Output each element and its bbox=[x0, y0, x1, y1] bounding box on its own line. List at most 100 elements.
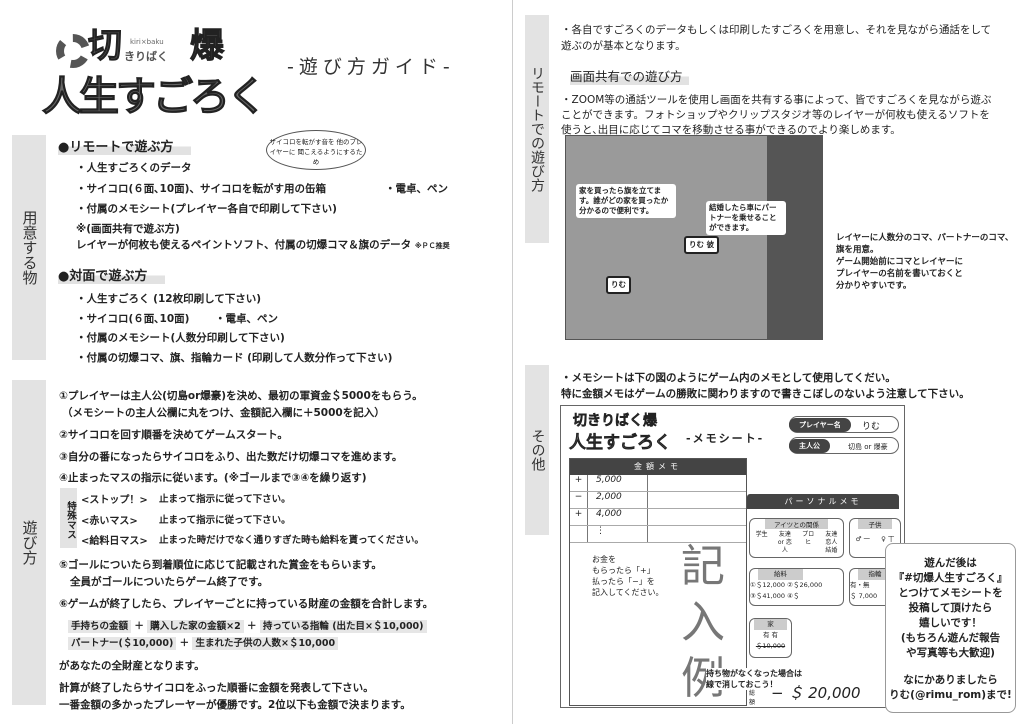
player-name-field: プレイヤー名りむ bbox=[789, 416, 899, 433]
layer-note: レイヤーに人数分のコマ、パートナーのコマ、 旗を用意。 ゲーム開始前にコマとレイ… bbox=[836, 232, 1013, 292]
formula-term: パートナー(＄10,000) bbox=[68, 637, 177, 650]
ledger-note: お金を もらったら「+」 払ったら「−」を 記入してください。 bbox=[592, 554, 664, 598]
special-desc: 止まって指示に従って下さい。 bbox=[159, 494, 291, 505]
ledger-row: +4,000 bbox=[570, 509, 746, 526]
logo-roman: kiri×baku bbox=[130, 38, 164, 46]
list-item: ・電卓、ペン bbox=[385, 183, 448, 195]
speech-bubble: サイコロを転がす音を 他のプレイヤーに 聞こえるようにするため bbox=[266, 130, 366, 170]
ledger-row: +5,000 bbox=[570, 475, 746, 492]
note-line: プレイヤーの名前を書いておくと bbox=[836, 269, 963, 279]
note-line: 線で消しておこう！ bbox=[706, 680, 778, 689]
salary-value: ③＄41,000 bbox=[750, 592, 786, 600]
special-label: 特殊マス bbox=[60, 488, 77, 548]
formula-term: 持っている指輪 (出た目×＄10,000) bbox=[259, 620, 427, 633]
formula-term: 購入した家の金額×2 bbox=[147, 620, 244, 633]
note-line: 分かりやすいです。 bbox=[836, 281, 912, 291]
sign: + bbox=[570, 475, 588, 491]
page-divider bbox=[512, 0, 513, 724]
note-line: ゲーム開始前にコマとレイヤーに bbox=[836, 257, 963, 267]
note-line: なにかありましたら bbox=[903, 674, 998, 686]
section-tab-other: その他 bbox=[525, 365, 549, 535]
relation-option: プロヒ bbox=[802, 531, 815, 546]
ring-value: 有・無 bbox=[850, 581, 870, 589]
relation-option: 友達 恋人 結婚 bbox=[825, 531, 838, 554]
callout: 結婚したら車にパートナーを乗せることができます。 bbox=[706, 201, 786, 235]
note-line: お金を bbox=[592, 555, 616, 564]
player-piece: りむ 彼 bbox=[684, 236, 720, 254]
note-line: 『#切爆人生すごろく』 bbox=[893, 572, 1008, 584]
formula-op: ＋ bbox=[134, 621, 144, 632]
special-name: <給料日マス> bbox=[81, 536, 148, 547]
ledger: 金額メモ +5,000 −2,000 +4,000 ⋮ 記入例 お金を もらった… bbox=[569, 458, 747, 706]
section-tab-play: 遊び方 bbox=[12, 380, 46, 705]
player-piece: りむ bbox=[606, 276, 631, 294]
logo-kiri: 切 bbox=[88, 26, 123, 67]
step: ⑥ゲームが終了したら、プレイヤーごとに持っている財産の金額を合計します。 bbox=[59, 598, 434, 610]
note-line: や写真等も大歓迎) bbox=[906, 647, 995, 659]
note-line: 持ち物がなくなった場合は bbox=[706, 669, 802, 678]
special-name: <赤いマス> bbox=[81, 516, 138, 527]
section-tab-prepare: 用意する物 bbox=[12, 135, 46, 360]
remote-heading: ●リモートで遊ぶ方 bbox=[58, 136, 192, 155]
step: ②サイコロを回す順番を決めてゲームスタート。 bbox=[59, 429, 288, 441]
tab-label: 遊び方 bbox=[20, 520, 39, 565]
child-count: ♀ 丅 bbox=[881, 535, 895, 543]
note-line: レイヤーが何枚も使えるペイントソフト、付属の切爆コマ＆旗のデータ ※ＰＣ推奨 bbox=[76, 237, 450, 252]
step: ①プレイヤーは主人公(切島or爆豪)を決め、最初の軍資金＄5000をもらう。 bbox=[59, 390, 423, 402]
end-text: 計算が終了したらサイコロをふった順番に金額を発表して下さい。 bbox=[59, 682, 374, 694]
box-label: 給料 bbox=[758, 569, 803, 580]
gear-icon bbox=[56, 34, 90, 68]
note-line: 投稿して頂けたら bbox=[908, 602, 993, 614]
step: （メモシートの主人公欄に丸をつけ、金額記入欄に＋5000を記入） bbox=[62, 407, 385, 419]
memo-intro: ・メモシートは下の図のようにゲーム内のメモとして使用してくだい。 bbox=[561, 372, 896, 384]
example-stamp: 記入例 bbox=[681, 541, 725, 704]
note-line: ※(画面共有で遊ぶ方) bbox=[76, 223, 180, 235]
total-value: − ＄ 20,000 bbox=[771, 684, 861, 702]
salary-value: ④＄ bbox=[787, 592, 800, 600]
formula-term: 手持ちの金額 bbox=[68, 620, 132, 633]
special-name: <ストップ！> bbox=[81, 495, 148, 506]
sign: − bbox=[570, 492, 588, 508]
ring-value: ＄ 7,000 bbox=[850, 592, 878, 600]
list-item: ・付属のメモシート(プレイヤー各自で印刷して下さい) bbox=[76, 203, 337, 215]
amount: 2,000 bbox=[588, 492, 648, 508]
formula-term: 生まれた子供の人数×＄10,000 bbox=[192, 637, 339, 650]
note-line: 払ったら「−」を bbox=[592, 577, 655, 586]
salary-value: ①＄12,000 bbox=[750, 581, 786, 589]
note-line: りむ(@rimu_rom)まで! bbox=[889, 689, 1012, 701]
relation-option: 学生 bbox=[755, 531, 768, 538]
logo-title: 人生すごろく bbox=[42, 74, 268, 121]
tab-label: その他 bbox=[529, 429, 546, 471]
memo-intro: 特に金額メモはゲームの勝敗に関わりますので書きこぼしのないよう注意して下さい。 bbox=[561, 388, 970, 400]
lost-note: 持ち物がなくなった場合は線で消しておこう！ bbox=[706, 668, 802, 690]
list-item: ・サイコロ(６面､10面) bbox=[76, 313, 190, 325]
formula-op: ＋ bbox=[247, 621, 257, 632]
note-line: とつけてメモシートを bbox=[898, 587, 1003, 599]
end-text: があなたの全財産となります。 bbox=[59, 660, 205, 672]
memo-sheet-example: 切きりばく爆 人生すごろく -メモシート- プレイヤー名りむ 主人公切島 or … bbox=[560, 405, 905, 708]
share-text: ・ZOOM等の通話ツールを使用し画面を共有する事によって、皆ですごろくを見ながら… bbox=[561, 94, 992, 106]
game-logo: 切 kiri×baku きりばく 爆 人生すごろく bbox=[40, 16, 275, 121]
box-label: 子供 bbox=[858, 519, 892, 529]
step: 全員がゴールについたらゲーム終了です。 bbox=[70, 576, 269, 588]
salary-value: ②＄26,000 bbox=[787, 581, 823, 589]
field-value: 切島 or 爆豪 bbox=[848, 443, 888, 451]
list-item: ・付属の切爆コマ、旗、指輪カード (印刷して人数分作って下さい) bbox=[76, 352, 393, 364]
formula-op: ＋ bbox=[179, 638, 190, 649]
share-text: ことができます。フォトショップやクリップスタジオ等のレイヤーが何枚も使えるソフト… bbox=[561, 109, 990, 121]
ledger-title: 金額メモ bbox=[570, 459, 746, 475]
tab-label: 用意する物 bbox=[20, 210, 39, 285]
amount: ⋮ bbox=[588, 526, 648, 542]
note-line: 旗を用意。 bbox=[836, 245, 879, 255]
share-heading: 画面共有での遊び方 bbox=[570, 66, 689, 85]
step: ③自分の番になったらサイコロをふり、出た数だけ切爆コマを進めます。 bbox=[59, 451, 403, 463]
intro-text: 遊ぶのが基本となります。 bbox=[561, 40, 686, 52]
list-item: ・人生すごろくのデータ bbox=[76, 162, 192, 174]
amount: 5,000 bbox=[588, 475, 648, 491]
field-label: プレイヤー名 bbox=[789, 418, 851, 432]
tab-label: リモートでの遊び方 bbox=[529, 66, 545, 192]
note-text: レイヤーが何枚も使えるペイントソフト、付属の切爆コマ＆旗のデータ bbox=[76, 239, 412, 251]
box-label: 家 bbox=[754, 619, 787, 630]
box-label: 指輪 bbox=[858, 569, 892, 580]
